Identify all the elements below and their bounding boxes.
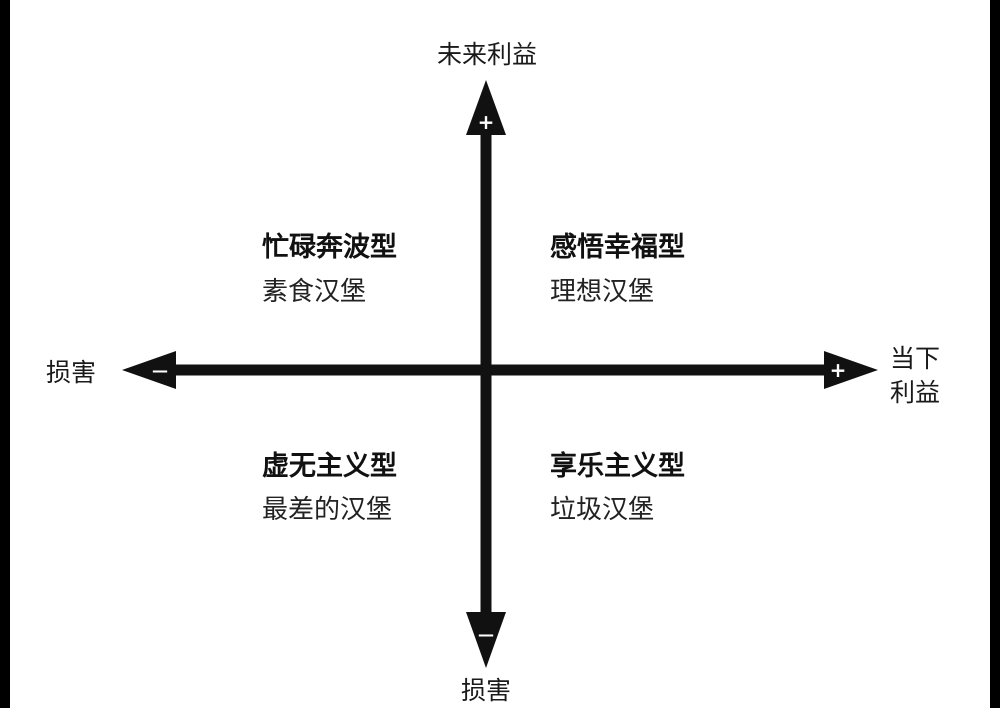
- quadrant-bottom-left-subtitle: 最差的汉堡: [262, 495, 393, 525]
- quadrant-top-right-subtitle: 理想汉堡: [550, 277, 655, 307]
- diagram-canvas: + + — — 未来利益 损害 损害 当下 利益 忙碌奔波型 素食汉堡 感悟幸福…: [10, 0, 990, 708]
- axis-label-left: 损害: [46, 358, 97, 387]
- quadrant-bottom-left-title: 虚无主义型: [262, 451, 397, 482]
- axes-graphic: + + — —: [122, 80, 878, 668]
- quadrant-top-left-subtitle: 素食汉堡: [262, 277, 367, 307]
- sign-top: +: [478, 110, 495, 134]
- sign-left: —: [152, 361, 168, 380]
- axis-label-right-line1: 当下: [890, 344, 941, 373]
- axis-label-right-line2: 利益: [890, 378, 941, 407]
- axis-label-right: 当下 利益: [890, 342, 940, 410]
- quadrant-bottom-right-subtitle: 垃圾汉堡: [550, 495, 655, 525]
- arrow-left: [122, 351, 176, 389]
- sign-bottom: —: [478, 625, 494, 644]
- arrow-down: [466, 612, 506, 668]
- axis-label-bottom: 损害: [461, 676, 512, 705]
- arrow-up: [466, 80, 506, 135]
- quadrant-top-left-title: 忙碌奔波型: [262, 232, 397, 263]
- quadrant-top-right-title: 感悟幸福型: [550, 232, 685, 263]
- arrow-right: [824, 351, 878, 389]
- sign-right: +: [830, 358, 847, 382]
- axis-label-top: 未来利益: [437, 40, 538, 69]
- quadrant-bottom-right-title: 享乐主义型: [550, 451, 685, 482]
